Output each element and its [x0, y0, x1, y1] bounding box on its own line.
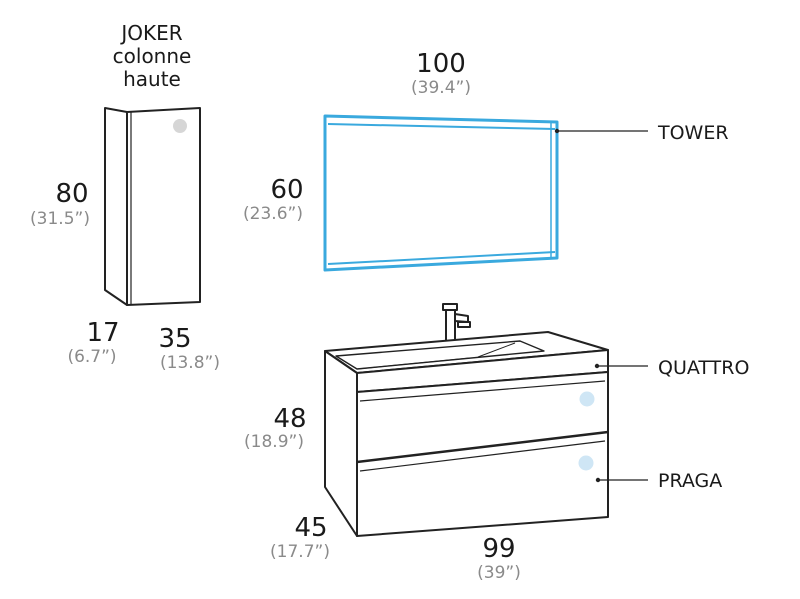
mirror-width-in: (39.4”) [411, 78, 471, 98]
column-cabinet-drawing [104, 107, 201, 306]
vanity-height-in: (18.9”) [244, 432, 304, 452]
vanity-width-cm: 99 [482, 534, 516, 564]
column-knob [173, 119, 187, 133]
column-height-in: (31.5”) [30, 209, 90, 229]
column-depth-cm: 17 [86, 318, 120, 348]
mirror-width-cm: 100 [416, 49, 466, 79]
basin-name-label: QUATTRO [658, 357, 750, 379]
bottom-drawer-knob [578, 455, 594, 471]
column-depth-in: (6.7”) [67, 347, 117, 367]
column-width-cm: 35 [158, 324, 192, 354]
mirror-height-cm: 60 [270, 175, 304, 205]
mirror-height-in: (23.6”) [243, 204, 303, 224]
column-title: JOKER colonne haute [113, 22, 192, 91]
cabinet-name-label: PRAGA [658, 470, 723, 492]
column-width-in: (13.8”) [160, 353, 220, 373]
top-drawer-knob [579, 391, 595, 407]
vanity-depth-in: (17.7”) [270, 542, 330, 562]
vanity-width-in: (39”) [477, 563, 521, 583]
column-height-cm: 80 [55, 179, 89, 209]
column-title-line3: haute [123, 67, 181, 91]
vanity-height-cm: 48 [273, 404, 307, 434]
mirror-name-label: TOWER [658, 122, 729, 144]
column-title-line1: JOKER [121, 21, 183, 45]
column-title-line2: colonne [112, 44, 192, 68]
vanity-depth-cm: 45 [294, 513, 328, 543]
vanity-drawing [324, 331, 648, 537]
mirror-drawing [323, 114, 648, 272]
